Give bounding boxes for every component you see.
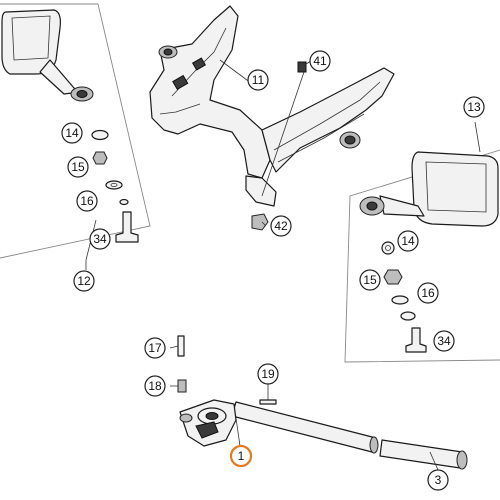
spacer-left (119, 198, 129, 206)
callout-11: 11 (247, 69, 269, 91)
handlebar-tube (177, 335, 468, 470)
washer-14-right (381, 241, 395, 255)
callout-13: 13 (463, 96, 485, 118)
callout-41: 41 (309, 50, 331, 72)
spacer-right (400, 311, 416, 321)
left-hardware-stack (91, 129, 139, 243)
callout-3: 3 (427, 469, 449, 491)
callout-label: 15 (71, 160, 85, 174)
left-mirror-frame (0, 3, 151, 259)
callout-label: 18 (148, 379, 162, 393)
callout-16-left: 16 (76, 190, 98, 212)
callout-17: 17 (144, 337, 166, 359)
plug-18 (177, 379, 187, 393)
callout-label: 12 (77, 274, 91, 288)
callout-15-right: 15 (359, 269, 381, 291)
nut-15-right (383, 269, 403, 285)
right-mirror (359, 151, 499, 227)
bar-end-3 (379, 439, 463, 469)
callout-12: 12 (73, 270, 95, 292)
left-mirror (1, 9, 94, 102)
callout-34-left: 34 (89, 228, 111, 250)
callout-label: 34 (437, 334, 451, 348)
callout-16-right: 16 (417, 282, 439, 304)
washer-16-left (105, 180, 123, 190)
right-hardware-stack (381, 241, 427, 353)
handlebar-bracket (149, 5, 395, 231)
callout-label: 13 (467, 100, 481, 114)
callout-label: 41 (313, 54, 327, 68)
callout-1-highlighted: 1 (229, 444, 253, 468)
callout-label: 11 (252, 73, 265, 87)
callout-15-left: 15 (67, 156, 89, 178)
nut-15-left (92, 151, 108, 165)
callout-label: 42 (274, 219, 288, 233)
callout-label: 16 (80, 194, 94, 208)
callout-42: 42 (270, 215, 292, 237)
bolt-34-right (405, 327, 427, 353)
callout-label: 15 (363, 273, 377, 287)
callout-19: 19 (257, 363, 279, 385)
callout-label: 3 (435, 473, 442, 487)
callout-14-right: 14 (397, 230, 419, 252)
nut-42 (251, 213, 269, 231)
callout-label: 16 (421, 286, 435, 300)
callout-14-left: 14 (61, 122, 83, 144)
callout-label: 14 (401, 234, 415, 248)
callout-label: 14 (65, 126, 79, 140)
washer-16-right (391, 295, 409, 305)
pin-17 (177, 335, 185, 357)
washer-14-left (91, 129, 109, 141)
callout-label: 17 (148, 341, 162, 355)
screw-19 (259, 399, 277, 405)
callout-label: 19 (261, 367, 275, 381)
callout-34-right: 34 (433, 330, 455, 352)
bolt-34-left (115, 211, 139, 243)
callout-label: 34 (93, 232, 107, 246)
callout-18: 18 (144, 375, 166, 397)
callout-label: 1 (238, 449, 245, 463)
screw-41 (297, 61, 307, 73)
